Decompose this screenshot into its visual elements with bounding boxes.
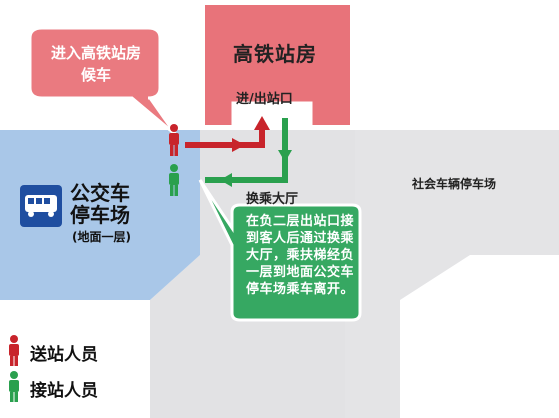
bus-icon <box>20 185 62 227</box>
bus-parking-zone <box>0 130 200 300</box>
sendoff-callout <box>28 26 178 137</box>
station-gate-label: 进/出站口 <box>236 92 293 107</box>
sendoff-person-icon <box>169 124 179 156</box>
bus-parking-floor-label: (地面一层) <box>72 230 131 244</box>
pickup-callout <box>198 179 362 322</box>
gray-zone-social <box>345 130 559 418</box>
station-title: 高铁站房 <box>233 42 317 66</box>
transfer-hall-label: 换乘大厅 <box>246 192 299 207</box>
bus-parking-label-line2: 停车场 <box>70 203 130 227</box>
sendoff-callout-text: 进入高铁站房候车 <box>50 44 141 84</box>
legend-pickup-icon <box>9 371 19 402</box>
legend-pickup-label: 接站人员 <box>30 381 98 401</box>
social-parking-label: 社会车辆停车场 <box>412 177 497 191</box>
bus-parking-label-line1: 公交车 <box>70 181 130 205</box>
pickup-route-arrow <box>205 118 292 187</box>
pickup-person-icon <box>169 164 179 196</box>
sendoff-route-arrow <box>185 116 270 152</box>
pickup-callout-text: 在负二层出站口接到客人后通过换乘大厅，乘扶梯经负一层到地面公交车停车场乘车离开。 <box>246 214 355 297</box>
legend-sendoff-label: 送站人员 <box>30 345 98 365</box>
station-gate <box>231 101 313 126</box>
legend-sendoff-icon <box>9 335 19 366</box>
